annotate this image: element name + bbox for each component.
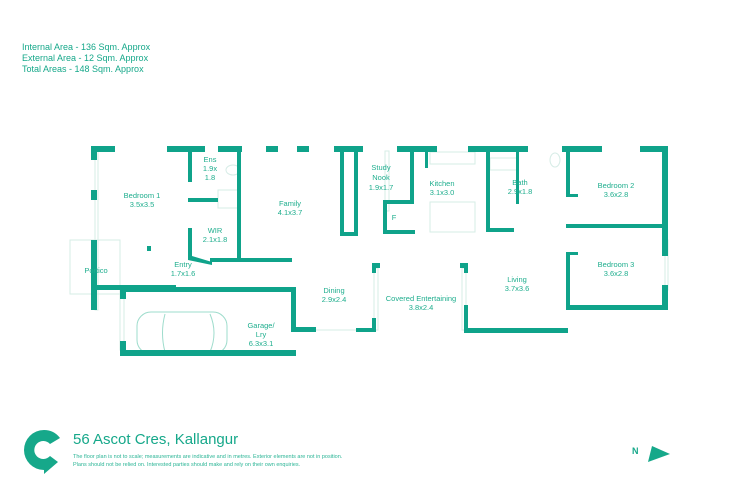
external-area: External Area - 12 Sqm. Approx — [22, 53, 149, 63]
bedroom1-size: 3.5x3.5 — [130, 200, 155, 209]
dining-name: Dining — [323, 286, 344, 295]
covered-name: Covered Entertaining — [386, 294, 456, 303]
entry-size: 1.7x1.6 — [171, 269, 196, 278]
bedroom2-name: Bedroom 2 — [598, 181, 635, 190]
toilet — [549, 152, 561, 168]
car-icon — [136, 311, 228, 355]
bath-size: 2.9x1.8 — [508, 187, 533, 196]
entry-name: Entry — [174, 260, 192, 269]
study-size: 1.9x1.7 — [369, 183, 394, 192]
ensuite-name: Ens — [204, 155, 217, 164]
kitchen-name: Kitchen — [429, 179, 454, 188]
north-label: N — [632, 446, 639, 456]
dining-size: 2.9x2.4 — [322, 295, 347, 304]
living-name: Living — [507, 275, 527, 284]
bedroom3-name: Bedroom 3 — [598, 260, 635, 269]
bedroom2-size: 3.6x2.8 — [604, 190, 629, 199]
portico-name: Portico — [84, 266, 107, 275]
ensuite-size-2: 1.8 — [205, 173, 215, 182]
total-area: Total Areas - 148 Sqm. Approx — [22, 64, 144, 74]
disclaimer-line-1: The floor plan is not to scale; measurem… — [73, 454, 343, 460]
bath-name: Bath — [512, 178, 527, 187]
kitchen-island — [429, 201, 476, 233]
room-labels: Bedroom 1 3.5x3.5 Ens 1.9x 1.8 WIR 2.1x1… — [84, 155, 634, 348]
brand-logo-icon — [24, 430, 60, 474]
area-summary: Internal Area - 136 Sqm. Approx External… — [22, 42, 150, 75]
ensuite-size-1: 1.9x — [203, 164, 217, 173]
wir-name: WIR — [208, 226, 223, 235]
covered-size: 3.8x2.4 — [409, 303, 434, 312]
study-name-2: Nook — [372, 173, 390, 182]
bedroom1-name: Bedroom 1 — [124, 191, 161, 200]
internal-area: Internal Area - 136 Sqm. Approx — [22, 42, 151, 52]
walls — [91, 146, 668, 356]
north-arrow-icon — [648, 446, 670, 462]
property-address: 56 Ascot Cres, Kallangur — [73, 431, 239, 448]
disclaimer-line-2: Plans should not be relied on. Intereste… — [73, 461, 301, 468]
family-size: 4.1x3.7 — [278, 208, 303, 217]
garage-name-2: Lry — [256, 330, 267, 339]
wir-size: 2.1x1.8 — [203, 235, 228, 244]
living-size: 3.7x3.6 — [505, 284, 530, 293]
ensuite-shower — [217, 189, 241, 209]
garage-size: 6.3x3.1 — [249, 339, 274, 348]
fixtures — [69, 149, 669, 355]
kitchen-bench-top — [429, 151, 476, 165]
fridge-label: F — [392, 213, 397, 222]
bath-tub — [489, 157, 519, 171]
study-name-1: Study — [371, 163, 390, 172]
garage-name-1: Garage/ — [247, 321, 275, 330]
kitchen-size: 3.1x3.0 — [430, 188, 455, 197]
disclaimer: The floor plan is not to scale; measurem… — [73, 454, 342, 469]
bedroom3-size: 3.6x2.8 — [604, 269, 629, 278]
family-name: Family — [279, 199, 301, 208]
